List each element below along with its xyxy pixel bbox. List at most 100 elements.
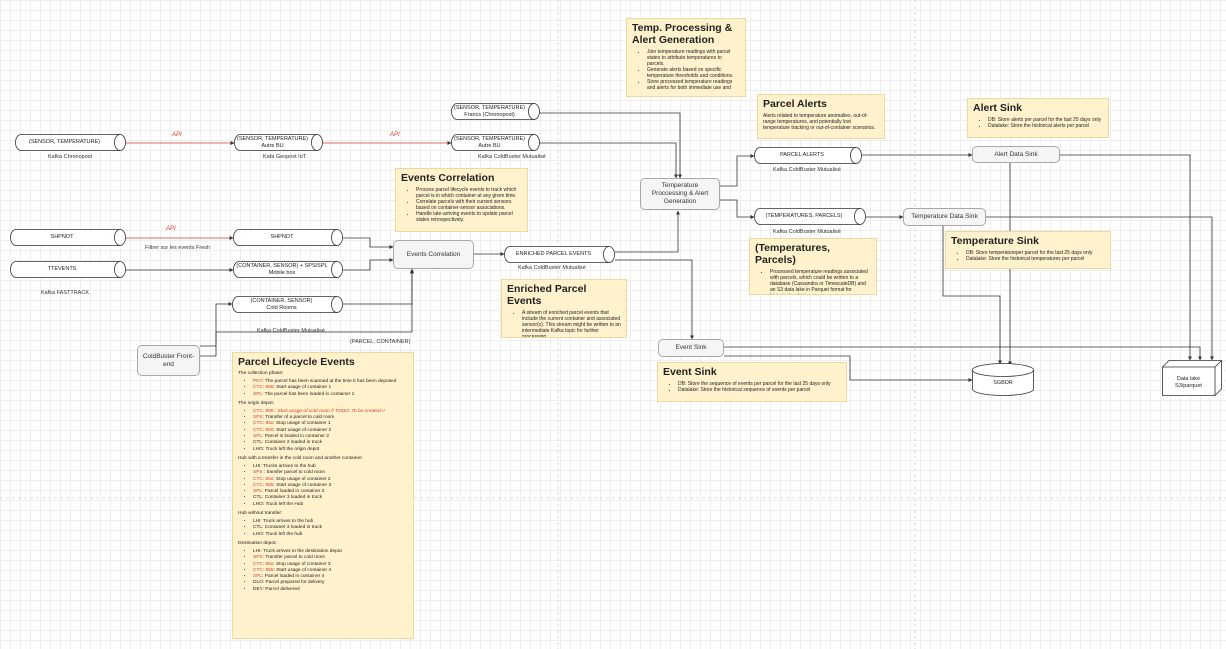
events-correlation-note: Events Correlation Process parcel lifecy… (395, 168, 528, 232)
note-list: DB: Store the sequence of events per par… (663, 381, 841, 393)
topic-shipnot-fasttrack[interactable]: SHPNOT (10, 229, 126, 246)
topic-container-sensor-mobile-box[interactable]: (CONTAINER, SENSOR) + SPS/SPL Mobile box (233, 261, 343, 278)
event-description: : Start usage of container 1 (273, 385, 332, 391)
lifecycle-event-list: LHI: Truck arrives to the destination de… (238, 549, 408, 593)
topic-ttevents[interactable]: TTEVENTS (10, 261, 126, 278)
temperature-processing-process[interactable]: Temperature Proccessing & Alert Generati… (640, 178, 720, 210)
note-item: Datalake: Store the historical temperatu… (966, 256, 1105, 262)
lifecycle-section-heading: The origin depot: (238, 400, 275, 406)
note-item: Handle late-arriving events to update pa… (416, 211, 522, 223)
lifecycle-event: CTC: 85x: Stop usage of container 2 (253, 477, 408, 483)
lifecycle-event: DEY: Parcel delivered (253, 587, 408, 593)
note-item: DB: Store temperatureper parcel for the … (966, 250, 1105, 256)
lifecycle-event: LHI: Truck arrives to the hub (253, 519, 408, 525)
event-code: SPL (253, 391, 263, 397)
events-correlation-process[interactable]: Events Correlation (393, 240, 474, 269)
topic-shipnot-mutualise[interactable]: SHPNOT (233, 229, 343, 246)
lifecycle-event: CTL: Container 2 loaded in truck (253, 440, 408, 446)
event-code: CTC: 855 (253, 385, 274, 391)
store-label: Data lake S3/parquet (1175, 376, 1202, 389)
topic-enriched-parcel-events[interactable]: ENRICHED PARCEL EVENTS (504, 246, 615, 263)
note-list: DB: Store temperatureper parcel for the … (951, 250, 1105, 262)
event-code: SPS (253, 555, 263, 561)
note-item: Correlate parcels with their current sen… (416, 199, 522, 211)
event-description: : Stop usage of container 3 (273, 561, 331, 567)
lifecycle-event-list: LHI: Trucks arrives to the hubSPS : tran… (238, 464, 408, 508)
lifecycle-section-heading: The collection phase: (238, 371, 284, 376)
event-description: : Start usage of container 2 (273, 427, 332, 433)
event-description: : Transfer of a parcel to cold room (262, 415, 335, 421)
topic-sensor-temperature-autre-bu-mutualise[interactable]: (SENSOR, TEMPERATURE) Autre BU (451, 134, 540, 151)
filter-label: Filtrer sur les events Fresh (145, 245, 211, 251)
topic-name: SHPNOT (50, 234, 74, 240)
event-description: : The parcel has been loaded in containe… (262, 391, 355, 397)
store-label: SGBDR (993, 380, 1013, 386)
coldbuster-frontend[interactable]: ColdBuster Front-end (137, 345, 200, 376)
note-title: (Temperatures, Parcels) (755, 242, 831, 266)
kafka-mutualise-label: Kafka ColdBuster Mutualisé (773, 229, 841, 235)
topic-sensor-temperature-francs[interactable]: (SENSOR, TEMPERATURE) Francs (Chronopost… (451, 103, 540, 120)
temperature-data-sink-process[interactable]: Temperature Data Sink (903, 208, 986, 226)
event-description: LHI: Trucks arrives to the hub (253, 463, 316, 469)
note-item: Datalake: Store the historical sequence … (678, 387, 841, 393)
kafka-mutualise-label: Kafka ColdBuster Mutualisé (518, 265, 586, 271)
event-description: CTL: Container 2 loaded in truck (253, 440, 323, 446)
api-label: API (172, 132, 182, 138)
lifecycle-event: LHO: Truck left the hub (253, 532, 408, 538)
temperature-sink-note: Temperature Sink DB: Store temperaturepe… (945, 231, 1111, 269)
note-title: Temp. Processing & Alert Generation (632, 22, 733, 46)
kafka-mutualise-label: Kafka ColdBuster Mutualisé (257, 328, 325, 334)
event-description: : Stop usage of container 1 (273, 421, 331, 427)
lifecycle-event: LHO: Truck left the Hub (253, 502, 408, 508)
note-item: Generate alerts based on specific temper… (647, 67, 740, 79)
event-code: CTC: 880 (253, 408, 274, 414)
lifecycle-event: CTC: 85x: Stop usage of container 3 (253, 562, 408, 568)
parcel-container-label: (PARCEL, CONTAINER) (350, 339, 411, 345)
cube-icon (1162, 360, 1222, 396)
note-item: Join temperature readings with parcel st… (647, 49, 740, 67)
event-code: SPS (253, 470, 263, 476)
datalake-store[interactable]: Data lake S3/parquet (1162, 360, 1222, 396)
enriched-parcel-events-note: Enriched Parcel Events A stream of enric… (501, 279, 627, 338)
parcel-alerts-note: Parcel Alerts Alerts related to temperat… (757, 94, 885, 139)
event-code: CTC: 85x (253, 561, 274, 567)
topic-temperatures-parcels[interactable]: (TEMPERATURES, PARCELS) (754, 208, 866, 225)
lifecycle-event-list: PKY: The parcel has been scanned at the … (238, 379, 408, 398)
topic-sensor-temperature-autre-bu[interactable]: (SENSOR, TEMPERATURE) Autre BU (234, 134, 323, 151)
lifecycle-event: DLO: Parcel prepared for delivery (253, 580, 408, 586)
alert-data-sink-process[interactable]: Alert Data Sink (972, 146, 1060, 163)
event-code: SPL (253, 434, 263, 440)
note-title: Events Correlation (401, 172, 495, 184)
lifecycle-event: SPS: Transfer of a parcel to cold room (253, 415, 408, 421)
topic-name: (SENSOR, TEMPERATURE) (454, 104, 525, 111)
topic-name: (SENSOR, TEMPERATURE) (454, 135, 525, 142)
lifecycle-event: CTL: Container 3 loaded in truck (253, 495, 408, 501)
note-title: Parcel Lifecycle Events (238, 356, 355, 368)
lifecycle-event: CTC: 855: Start usage of container 1 (253, 385, 408, 391)
lifecycle-section-heading: Destination depot: (238, 540, 277, 546)
process-label: Temperature Data Sink (911, 213, 978, 220)
note-item: Process parcel lifecycle events to track… (416, 187, 522, 199)
lifecycle-event: CTC: 855: Start usage of container 2 (253, 428, 408, 434)
event-code: SPL (253, 489, 263, 495)
topic-container-sensor-cold-rooms[interactable]: (CONTAINER, SENSOR) Cold Rooms (232, 296, 343, 313)
sgbdr-database[interactable]: SGBDR (972, 363, 1034, 396)
event-description: : The parcel has been scanned at the tim… (262, 379, 397, 384)
event-code: SPL (253, 574, 263, 580)
event-description: : Stop usage of container 2 (273, 476, 331, 482)
lifecycle-event: SPS : transfer parcel to cold room (253, 470, 408, 476)
lifecycle-event: CTC: 855: Start usage of container 4 (253, 568, 408, 574)
topic-name: TTEVENTS (47, 266, 77, 272)
lifecycle-event-list: LHI: Truck arrives to the hubCTL: Contai… (238, 519, 408, 538)
event-sink-note: Event Sink DB: Store the sequence of eve… (657, 362, 847, 402)
process-label: Event Sink (675, 344, 707, 351)
note-item: Store processed temperature readings and… (647, 79, 740, 91)
event-sink-process[interactable]: Event Sink (658, 339, 724, 357)
lifecycle-event: SPL: The parcel has been loaded in conta… (253, 392, 408, 398)
topic-parcel-alerts[interactable]: PARCEL ALERTS (754, 147, 862, 164)
event-code: SPS (253, 415, 263, 421)
lifecycle-event: CTC: 880 : Start usage of cold room // T… (253, 409, 408, 415)
event-description: : Start usage of cold room // TODO: To b… (273, 408, 385, 414)
topic-sensor-temperature-chronopost[interactable]: (SENSOR, TEMPERATURE) (15, 134, 126, 151)
